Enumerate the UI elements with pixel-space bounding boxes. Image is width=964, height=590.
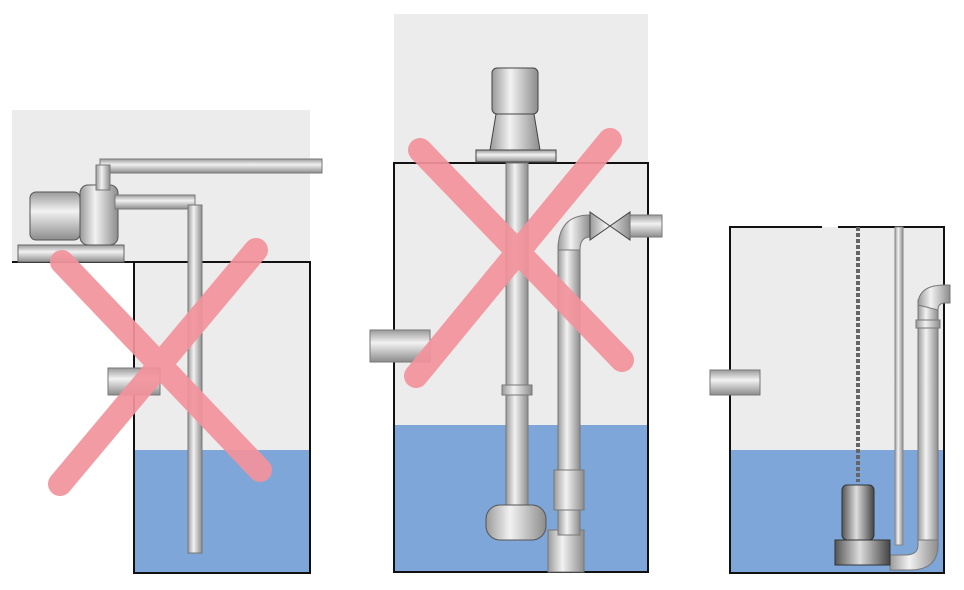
panel-submersible-pump	[709, 226, 951, 574]
mounting-plate	[475, 149, 557, 163]
submersible-pump-volute	[834, 539, 891, 566]
column-pipe	[505, 162, 529, 514]
panel-vertical-column-pump	[369, 14, 663, 573]
suction-pipe	[187, 204, 203, 554]
inlet-pipe	[709, 369, 761, 396]
discharge-elbow-top	[917, 284, 951, 311]
discharge-flange	[553, 469, 585, 511]
valve	[589, 211, 631, 241]
motor	[29, 191, 81, 241]
duckfoot-bend	[889, 539, 939, 571]
water	[134, 450, 310, 573]
tank-air	[730, 227, 944, 450]
panel-dry-installed-pump	[12, 110, 323, 574]
submersible-pump-motor	[841, 484, 875, 541]
discharge-pipe-riser	[95, 164, 111, 191]
suction-pipe-horizontal	[114, 194, 196, 210]
discharge-pipe-horizontal	[99, 158, 323, 174]
outlet-pipe	[629, 214, 663, 238]
motor-bracket	[489, 113, 541, 151]
column-flange	[501, 384, 533, 396]
pump-base	[547, 529, 585, 573]
tank-outline	[729, 226, 945, 574]
cross-mark	[48, 238, 272, 496]
pump-housing	[79, 184, 119, 246]
pipe-coupling	[915, 319, 941, 329]
cross-mark	[404, 128, 634, 388]
discharge-pipe	[917, 299, 939, 546]
tank-outline	[12, 261, 311, 574]
guide-rail	[894, 226, 904, 546]
motor	[491, 67, 539, 115]
pump-volute	[485, 504, 547, 541]
